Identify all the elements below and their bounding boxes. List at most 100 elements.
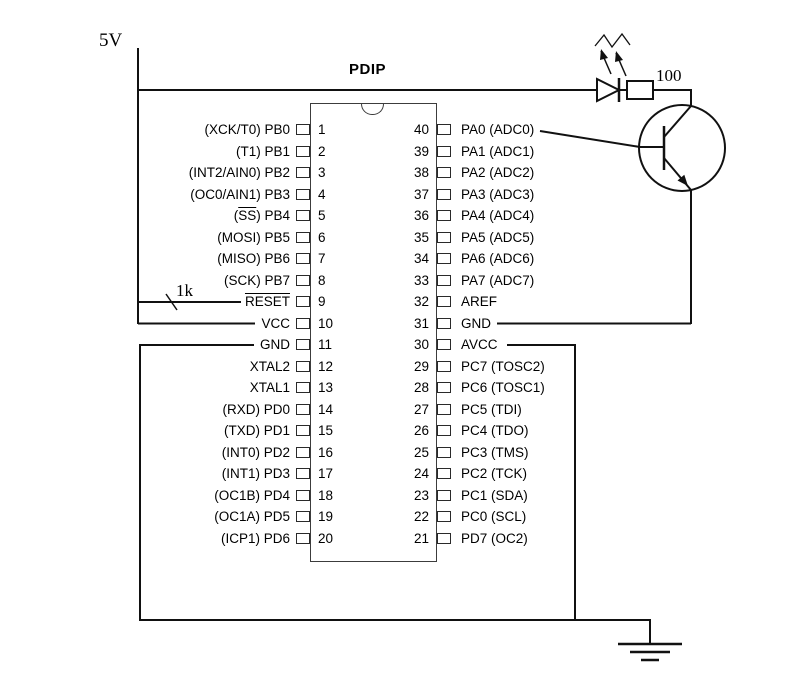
pin-label-left-2: (T1) PB1 [235, 143, 290, 159]
reset-resistor-tick [165, 293, 178, 311]
supply-voltage-label: 5V [99, 30, 123, 51]
pin-label-right-35: PA5 (ADC5) [461, 229, 535, 245]
pin-number-40: 40 [413, 122, 429, 137]
pin-label-part: ( [233, 208, 239, 223]
pin-box-30 [437, 339, 451, 350]
pin-box-27 [437, 403, 451, 415]
pin-box-29 [437, 360, 451, 372]
pin-box-22 [437, 511, 451, 522]
pin-label-right-32: AREF [461, 294, 498, 309]
pin-label-left-5: (SS) PB4 [58, 208, 290, 224]
pin-box-17 [296, 468, 310, 479]
pin-box-7 [296, 253, 310, 264]
pin-box-9 [296, 296, 310, 307]
pin-box-1 [296, 124, 310, 135]
pin-number-33: 33 [413, 272, 429, 288]
package-title: PDIP [349, 61, 387, 78]
pin-label-right-29: PC7 (TOSC2) [461, 358, 545, 374]
pin-number-26: 26 [413, 423, 429, 438]
pin-label-right-22: PC0 (SCL) [461, 509, 527, 524]
pin-number-19: 19 [318, 509, 334, 524]
pin-number-21: 21 [413, 530, 429, 546]
pin-number-9: 9 [318, 294, 326, 309]
pin-label-right-26: PC4 (TDO) [461, 423, 529, 438]
pin-label-right-34: PA6 (ADC6) [461, 251, 535, 266]
pin-number-1: 1 [318, 122, 326, 137]
light-arrowhead-2 [615, 51, 623, 62]
pin-box-14 [296, 403, 310, 415]
pin-label-left-20: (ICP1) PD6 [220, 530, 290, 546]
pin-number-24: 24 [413, 466, 429, 481]
pin-label-left-4: (OC0/AIN1) PB3 [190, 186, 290, 202]
light-arrowhead-1 [600, 49, 608, 60]
pin-box-3 [296, 167, 310, 178]
pin-number-29: 29 [413, 358, 429, 374]
pin-label-left-13: XTAL1 [249, 380, 290, 395]
pin-number-14: 14 [318, 401, 334, 417]
pin-number-30: 30 [413, 337, 429, 352]
pin-number-20: 20 [318, 530, 334, 546]
pin-label-left-14: (RXD) PD0 [222, 401, 290, 417]
pin-number-4: 4 [318, 186, 326, 202]
pin-label-left-10: VCC [261, 315, 290, 331]
pin-number-28: 28 [413, 380, 429, 395]
pin-number-15: 15 [318, 423, 334, 438]
pin-label-right-24: PC2 (TCK) [461, 466, 528, 481]
pin-label-left-9: RESET [58, 294, 290, 310]
pin-box-35 [437, 231, 451, 243]
pin-box-28 [437, 382, 451, 393]
pin-box-39 [437, 145, 451, 157]
pin-label-right-23: PC1 (SDA) [461, 487, 528, 503]
pin-number-25: 25 [413, 444, 429, 460]
pin-number-11: 11 [318, 337, 333, 352]
reset-resistor-value: 1k [176, 281, 193, 300]
pin-label-left-12: XTAL2 [249, 358, 290, 374]
pin-number-32: 32 [413, 294, 429, 309]
pin-label-left-1: (XCK/T0) PB0 [204, 122, 290, 137]
pin-number-13: 13 [318, 380, 334, 395]
npn-transistor-icon [638, 104, 726, 192]
pin-label-left-6: (MOSI) PB5 [217, 229, 290, 245]
pin-box-12 [296, 360, 310, 372]
pin-number-8: 8 [318, 272, 326, 288]
pin-number-16: 16 [318, 444, 334, 460]
pin-box-8 [296, 274, 310, 286]
pin-box-18 [296, 489, 310, 501]
pin-label-left-18: (OC1B) PD4 [214, 487, 290, 503]
pin-label-right-40: PA0 (ADC0) [461, 122, 535, 137]
pin-label-right-21: PD7 (OC2) [461, 530, 528, 546]
pin-number-12: 12 [318, 358, 334, 374]
led-resistor-value: 100 [656, 66, 682, 85]
pin-box-25 [437, 446, 451, 458]
emitter-arrowhead [677, 174, 688, 186]
pin-label-right-31: GND [461, 315, 491, 331]
pin-label-left-11: GND [260, 337, 290, 352]
pin-label-right-39: PA1 (ADC1) [461, 143, 535, 159]
pin-box-23 [437, 489, 451, 501]
pin-number-2: 2 [318, 143, 326, 159]
pin-box-19 [296, 511, 310, 522]
pin-label-right-27: PC5 (TDI) [461, 401, 522, 417]
pin-label-left-19: (OC1A) PD5 [214, 509, 290, 524]
pin-box-21 [437, 532, 451, 544]
pin-box-38 [437, 167, 451, 178]
pin-box-32 [437, 296, 451, 307]
pin-number-36: 36 [413, 208, 429, 223]
transistor-collector [663, 105, 692, 138]
pin-label-left-16: (INT0) PD2 [221, 444, 290, 460]
ic-body [310, 103, 437, 562]
pin-label-right-38: PA2 (ADC2) [461, 165, 535, 180]
pin-number-22: 22 [413, 509, 429, 524]
pin-label-right-37: PA3 (ADC3) [461, 186, 535, 202]
pin-box-4 [296, 188, 310, 200]
pin-number-7: 7 [318, 251, 326, 266]
pin-number-18: 18 [318, 487, 334, 503]
pin-box-20 [296, 532, 310, 544]
pin-box-36 [437, 210, 451, 221]
resistor-100-icon [626, 80, 654, 100]
pin-box-37 [437, 188, 451, 200]
pin-label-left-3: (INT2/AIN0) PB2 [188, 165, 290, 180]
pin-label-right-30: AVCC [461, 337, 498, 352]
